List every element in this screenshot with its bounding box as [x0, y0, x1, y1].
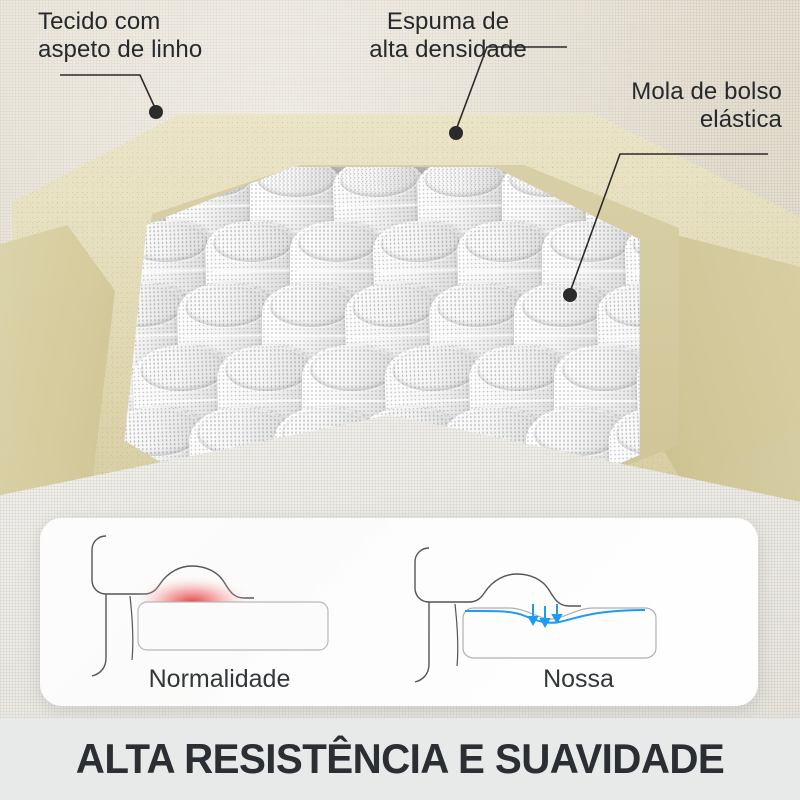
spring-fabric-band — [255, 204, 337, 207]
normal-mattress-diagram — [91, 535, 329, 677]
spring-fabric-band — [463, 268, 548, 273]
spring-fabric-band — [223, 398, 313, 403]
spring-fabric-band — [139, 398, 229, 404]
comparison-normal: Normalidade — [40, 518, 399, 706]
spring-fabric-band — [547, 269, 632, 272]
spring-fabric-band — [351, 333, 438, 339]
spring-fabric-band — [507, 231, 589, 233]
headline-text: ALTA RESISTÊNCIA E SUAVIDADE — [75, 735, 725, 782]
spring-fabric-band — [211, 268, 296, 273]
callout-foam-line2: alta densidade — [369, 35, 527, 63]
callout-fabric-line1: Tecido com — [38, 8, 161, 35]
spring-fabric-band — [391, 398, 481, 404]
spring-fabric-band — [423, 203, 505, 208]
callout-fabric: Tecido com aspeto de linho — [38, 8, 202, 64]
spring-fabric-band — [267, 334, 355, 337]
spring-fabric-band — [255, 231, 337, 233]
callout-springs-line1: Mola de bolso — [631, 78, 782, 105]
spring-fabric-band — [308, 399, 397, 402]
spring-fabric-band — [560, 399, 640, 402]
spring-fabric-band — [295, 269, 380, 272]
spring-fabric-band — [519, 334, 607, 337]
product-photo: Tecido com aspeto de linho Espuma de alt… — [0, 0, 800, 718]
spring-fabric-band — [339, 203, 421, 209]
callout-foam-line1: Espuma de — [386, 8, 510, 35]
spring-fabric-band — [379, 268, 463, 274]
callout-springs-line2: elástica — [699, 105, 782, 133]
comparison-normal-caption: Normalidade — [148, 665, 291, 693]
spring-fabric-band — [507, 204, 589, 207]
callout-fabric-line2: aspeto de linho — [38, 35, 203, 63]
callout-springs: Mola de bolso elástica — [502, 78, 782, 134]
our-mattress-diagram — [414, 547, 657, 683]
callout-foam: Espuma de alta densidade — [318, 8, 578, 64]
comparison-card: Normalidade — [40, 518, 758, 706]
comparison-ours-caption: Nossa — [543, 665, 614, 693]
spring-fabric-band — [183, 333, 270, 338]
spring-fabric-band — [475, 398, 565, 403]
spring-fabric-band — [435, 333, 522, 338]
comparison-ours: Nossa — [399, 518, 758, 706]
